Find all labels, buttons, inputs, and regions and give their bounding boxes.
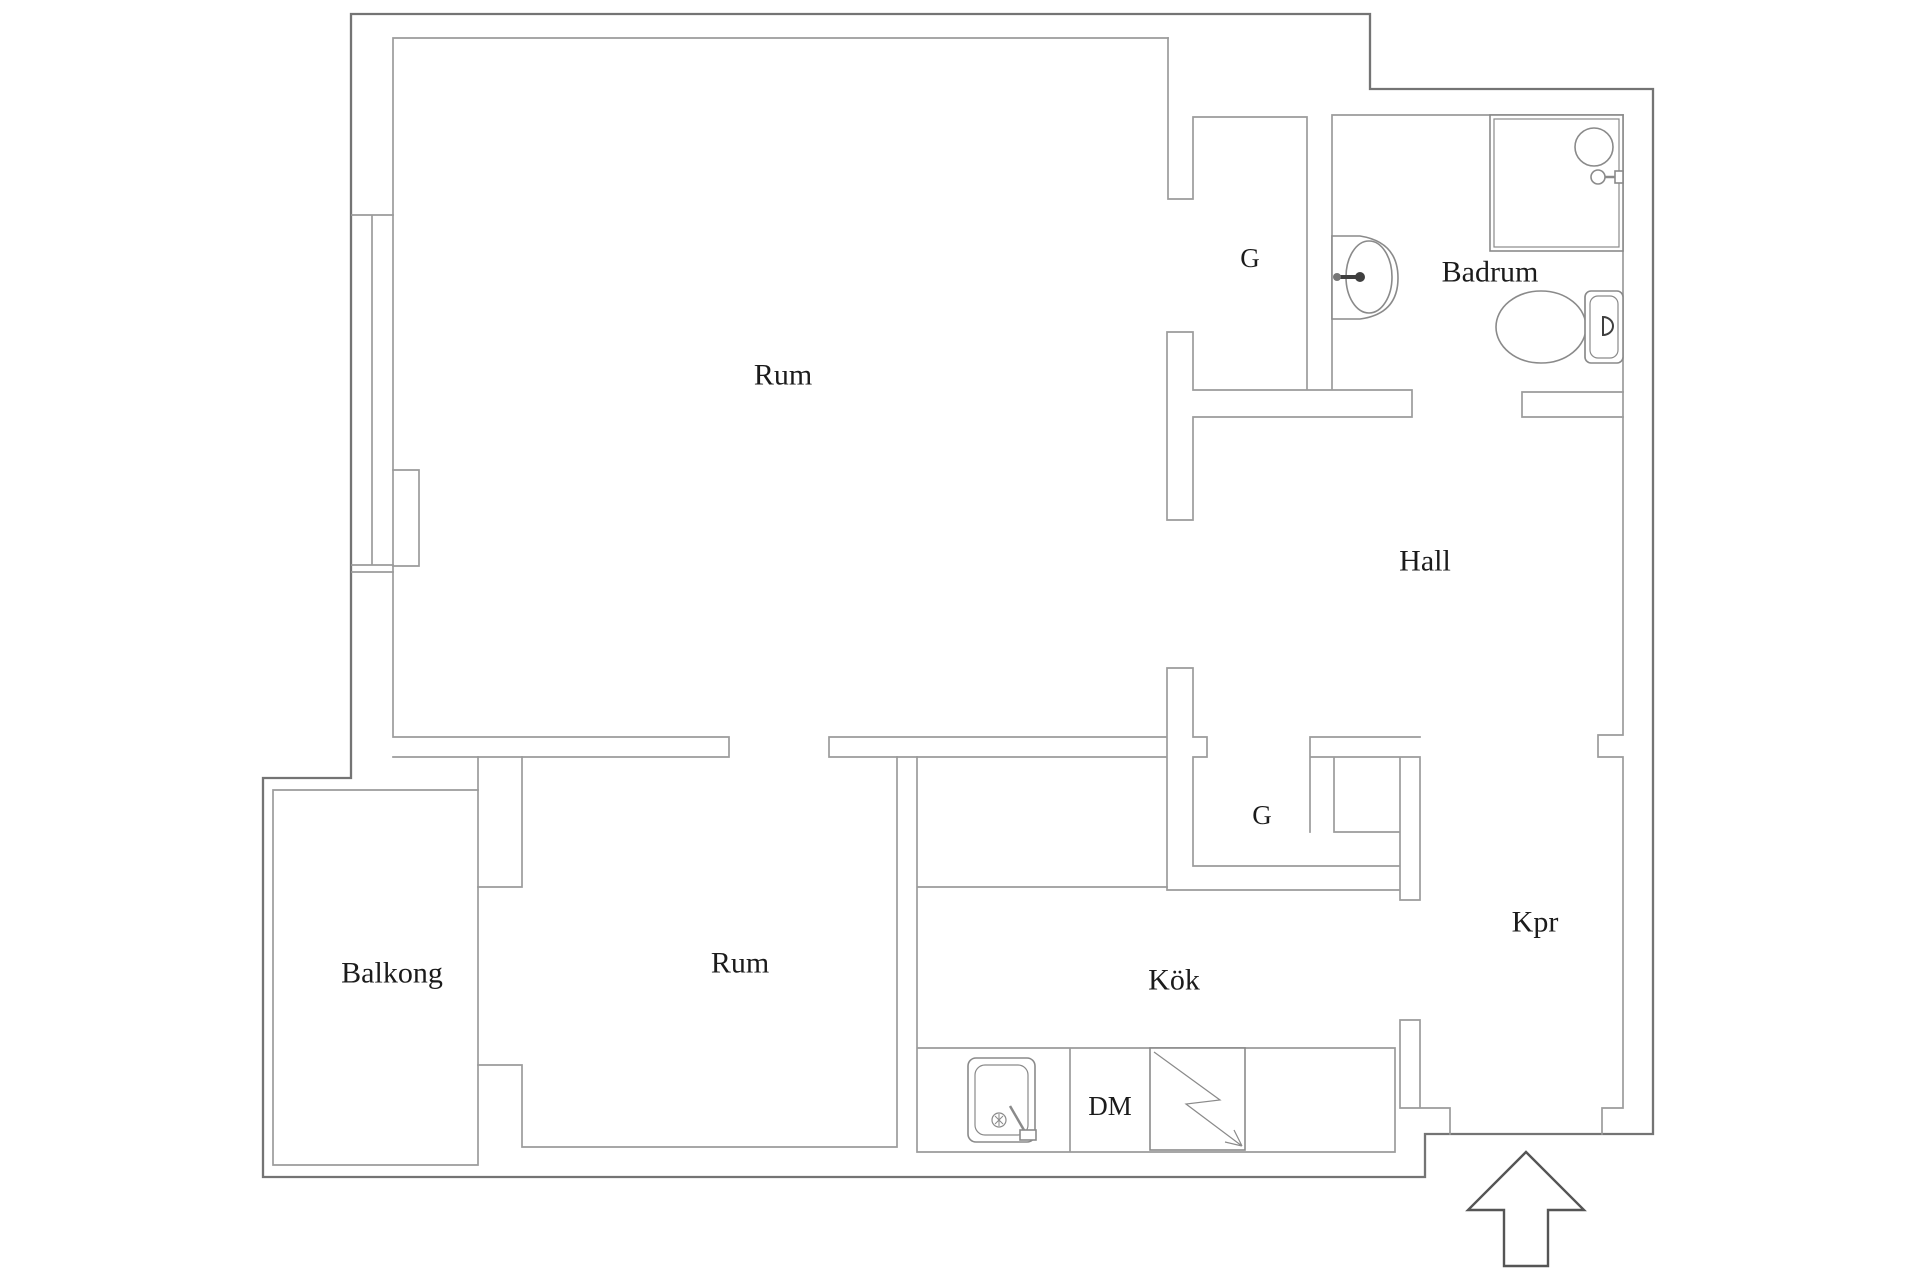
stove-lightning-icon	[1153, 1051, 1243, 1147]
label-badrum: Badrum	[1442, 256, 1539, 289]
label-kpr: Kpr	[1512, 906, 1559, 939]
entrance-arrow	[1465, 1150, 1587, 1268]
stove	[1149, 1047, 1246, 1151]
wall-middle-band	[828, 667, 1451, 1135]
shower	[1489, 114, 1624, 252]
label-dm: DM	[1088, 1091, 1132, 1121]
wall-rum1	[392, 37, 1169, 758]
shower-head-icon	[1574, 127, 1614, 167]
sink-drain-icon	[991, 1112, 1007, 1128]
label-rum-2: Rum	[711, 947, 769, 980]
shower-faucet-icon	[1590, 169, 1624, 185]
label-hall: Hall	[1399, 545, 1451, 578]
label-kok: Kök	[1148, 964, 1200, 997]
balcony	[272, 789, 479, 1166]
radiator	[392, 469, 420, 567]
wall-right-interior	[1597, 114, 1624, 1135]
washbasin	[1331, 235, 1399, 320]
label-g-lower: G	[1252, 800, 1272, 830]
window	[351, 214, 394, 573]
toilet-flush-icon	[1602, 315, 1614, 337]
kitchen-sink	[967, 1057, 1037, 1143]
exterior-wall-outline	[261, 12, 1655, 1179]
label-rum-1: Rum	[754, 359, 812, 392]
label-g-upper: G	[1240, 243, 1260, 273]
toilet	[1495, 290, 1624, 364]
wall-g-upper-closet	[1166, 37, 1624, 521]
wall-lower-rooms	[477, 756, 1396, 1153]
sink-faucet-icon	[1008, 1105, 1037, 1141]
label-balkong: Balkong	[341, 957, 443, 990]
